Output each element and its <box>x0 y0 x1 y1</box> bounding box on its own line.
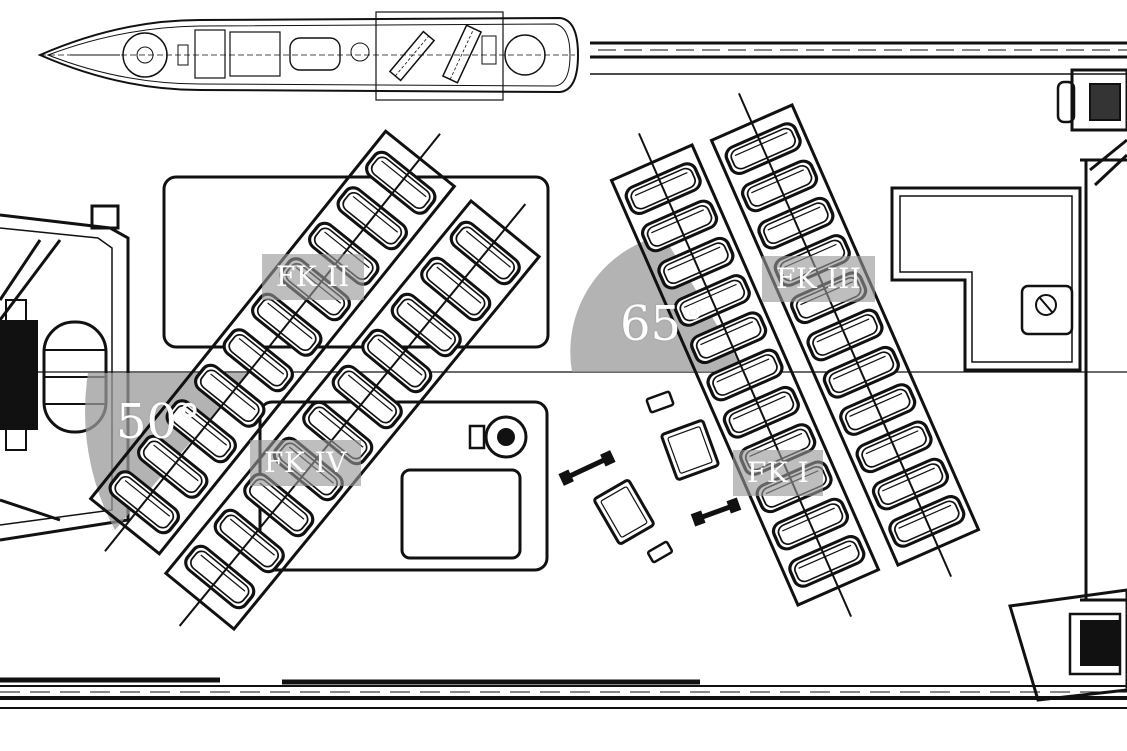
launcher-axis-line <box>104 133 441 552</box>
label-fk-iv: FK IV <box>250 440 362 486</box>
launcher-axis-line <box>738 92 952 578</box>
launcher-axis-line <box>638 132 852 618</box>
angle-label-50: 50° <box>116 394 202 450</box>
launcher-fk-i <box>609 132 881 618</box>
launcher-fk-ii <box>88 129 457 556</box>
hull-bottom-edge <box>0 685 1127 709</box>
ship-plan-icon <box>0 0 590 101</box>
angle-label-65: 65° <box>620 296 706 352</box>
launcher-fk-iii <box>709 92 981 578</box>
launcher-axis-line <box>178 203 527 627</box>
deck-fixtures <box>0 68 1127 702</box>
label-fk-i: FK I <box>733 450 824 496</box>
label-fk-ii: FK II <box>262 254 364 300</box>
label-fk-iii: FK III <box>762 256 876 302</box>
launcher-fk-iv <box>163 198 542 632</box>
